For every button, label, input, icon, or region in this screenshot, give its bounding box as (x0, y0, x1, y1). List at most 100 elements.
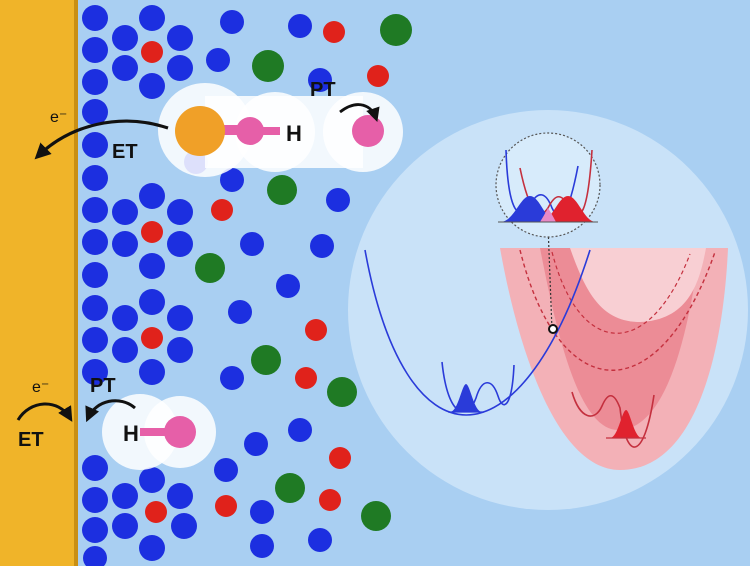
acid-core (175, 106, 225, 156)
ion-particle-red (295, 367, 317, 389)
solvent-particle-blue (82, 132, 108, 158)
ion-particle-green (361, 501, 391, 531)
ion-particle-red (329, 447, 351, 469)
solvent-particle-blue (276, 274, 300, 298)
ion-particle-red (141, 41, 163, 63)
acid-molecule-top (158, 83, 403, 177)
solvent-particle-blue (220, 168, 244, 192)
et-label-bottom: ET (18, 429, 44, 451)
bubble-overlap (540, 208, 556, 222)
solvent-particle-blue (112, 55, 138, 81)
solvent-particle-blue (139, 535, 165, 561)
proton-bonded (236, 117, 264, 145)
solvent-particle-blue (240, 232, 264, 256)
solvent-particle-blue (167, 199, 193, 225)
solvent-particles (82, 5, 412, 566)
curved-arrow-icon (16, 402, 73, 422)
hydrogen-label-top: H (286, 121, 302, 146)
solvent-particle-blue (82, 487, 108, 513)
bubble-red-packet (540, 196, 596, 222)
solvent-particle-blue (139, 183, 165, 209)
solvent-particle-blue (82, 165, 108, 191)
ion-particle-green (267, 175, 297, 205)
solvent-particle-blue (82, 99, 108, 125)
pt-label-bottom: PT (90, 375, 116, 397)
solvent-particle-blue (82, 69, 108, 95)
solvent-particle-blue (220, 10, 244, 34)
solvent-particle-blue (206, 48, 230, 72)
solvent-particle-blue (326, 188, 350, 212)
solvent-particle-blue (112, 337, 138, 363)
solvent-particle-blue (167, 231, 193, 257)
blue-wavepacket (450, 384, 482, 412)
solvent-particle-blue (250, 500, 274, 524)
free-energy-inset (348, 110, 748, 510)
curved-arrow-icon (85, 399, 136, 423)
curved-arrow-icon (339, 103, 380, 122)
solvent-particle-blue (310, 234, 334, 258)
red-parabola-dashed-2 (551, 251, 691, 334)
red-wavepacket (610, 410, 642, 438)
solvent-particle-blue (250, 534, 274, 558)
solvent-particle-blue (139, 73, 165, 99)
ion-particle-green (275, 473, 305, 503)
solvent-particle-blue (139, 359, 165, 385)
red-band-highlight (570, 248, 706, 322)
ion-particle-green (327, 377, 357, 407)
h-bond-line (262, 127, 280, 135)
ion-particle-green (251, 345, 281, 375)
electrode-edge (74, 0, 78, 566)
solvent-particle-blue (308, 68, 332, 92)
solvent-particle-blue (167, 337, 193, 363)
ion-particle-green (380, 14, 412, 46)
pt-label-top: PT (310, 79, 336, 101)
solvent-particle-blue (139, 467, 165, 493)
solvent-particle-blue (82, 5, 108, 31)
ion-particle-green (252, 50, 284, 82)
electron-label-bottom: e⁻ (32, 379, 49, 396)
solvent-particle-blue (112, 513, 138, 539)
solvent-particle-blue (112, 483, 138, 509)
bond-bottom (140, 428, 168, 436)
ion-particle-red (145, 501, 167, 523)
acid-molecule-bottom (102, 394, 216, 470)
solvent-particle-blue (83, 546, 107, 566)
solvent-particle-blue (112, 25, 138, 51)
solvent-particle-blue (139, 5, 165, 31)
curved-arrow-icon (34, 119, 169, 160)
ion-particle-red (323, 21, 345, 43)
open-circle-icon (548, 324, 558, 334)
solvent-particle-blue (82, 517, 108, 543)
solvent-particle-blue (139, 253, 165, 279)
red-parabola-dashed-1 (519, 249, 716, 371)
proton-bottom (164, 416, 196, 448)
hydrogen-label-bottom: H (123, 421, 139, 446)
ion-particle-red (141, 221, 163, 243)
ion-particle-red (305, 319, 327, 341)
ion-particle-green (195, 253, 225, 283)
solvent-particle-blue (308, 528, 332, 552)
electron-label-top: e⁻ (50, 109, 67, 126)
solvent-particle-blue (171, 513, 197, 539)
solvent-particle-blue (82, 455, 108, 481)
solvent-particle-blue (82, 37, 108, 63)
electrode (0, 0, 74, 566)
solvent-particle-blue (288, 418, 312, 442)
red-well-curve (571, 391, 655, 448)
blue-parabola (364, 249, 591, 416)
solvent-particle-blue (112, 199, 138, 225)
solvent-particle-blue (82, 359, 108, 385)
solvent-particle-blue (112, 305, 138, 331)
et-label-top: ET (112, 141, 138, 163)
solvent-particle-blue (167, 483, 193, 509)
solvent-particle-blue (82, 327, 108, 353)
bubble-blue-packet (500, 196, 556, 222)
solvent-particle-blue (167, 25, 193, 51)
crossing-guide-line (547, 224, 553, 331)
proton-transferred (352, 115, 384, 147)
ion-particle-red (367, 65, 389, 87)
solvent-particle-blue (82, 262, 108, 288)
solvent-particle-blue (167, 305, 193, 331)
